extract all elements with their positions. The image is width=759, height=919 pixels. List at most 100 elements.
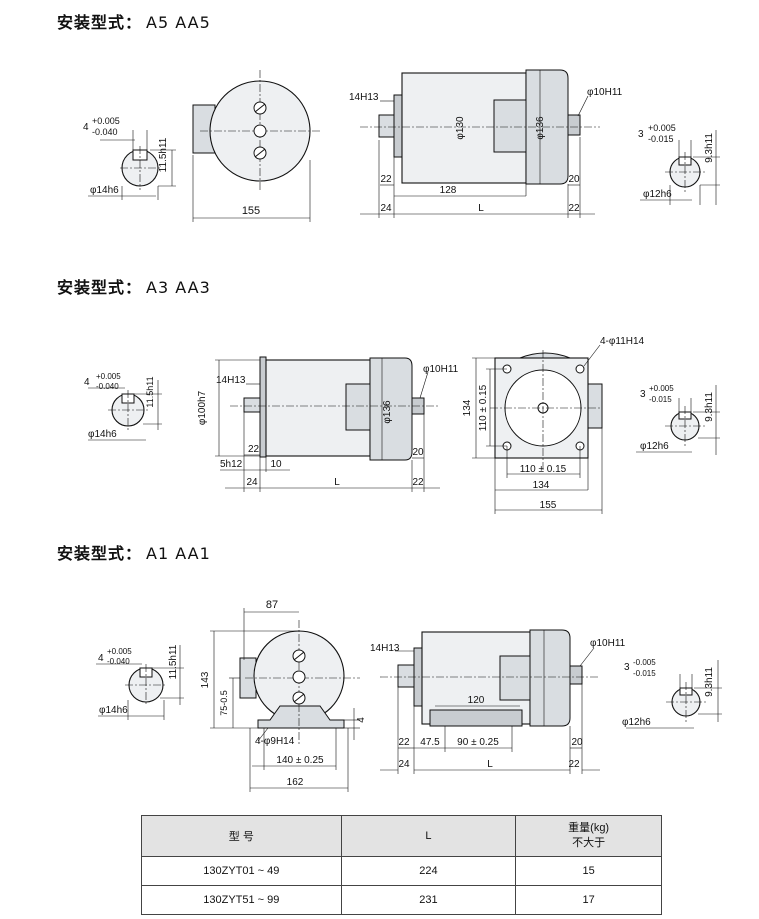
table-row: 130ZYT51 ~ 99 231 17 (141, 885, 662, 915)
dim-4: 4 (356, 717, 367, 723)
dim-47-5: 47.5 (420, 737, 440, 748)
table-row: 130ZYT01 ~ 49 224 15 (141, 856, 662, 886)
key-width: 4 (98, 653, 104, 664)
flange-fit: 14H13 (349, 92, 379, 103)
key-width: 4 (84, 377, 90, 388)
spec-table: 型 号 L 重量(kg) 不大于 130ZYT01 ~ 49 224 15 13… (141, 815, 662, 915)
section-label: 安装型式： (57, 278, 143, 297)
a3-shaft-section-left: 4 +0.005 -0.040 11.5h11 φ14h6 (84, 372, 162, 441)
plug-diameter: φ10H11 (587, 87, 623, 98)
a3-flange-view: 4-φ11H14 134 110 ± 0.15 110 ± 0.15 134 1… (462, 336, 645, 514)
dim-75: 75-0.5 (219, 690, 229, 716)
end-cap-diameter: φ136 (535, 116, 546, 140)
a3-side-view: 14H13 φ100h7 φ136 φ10H11 22 5h12 10 24 L… (197, 356, 459, 492)
dim-22: 22 (380, 174, 392, 185)
dim-87: 87 (266, 599, 278, 611)
flange-fit: 14H13 (370, 643, 400, 654)
section-title-a5: 安装型式：A5 AA5 (57, 9, 211, 33)
a1-end-view: 87 143 75-0.5 4 4-φ9H14 140 ± 0.25 162 (200, 599, 367, 792)
key-width: 3 (640, 389, 646, 400)
key-width: 3 (638, 129, 644, 140)
shaft-diameter: φ12h6 (640, 441, 669, 452)
flange-fit: 14H13 (216, 375, 246, 386)
header-weight-line1: 重量(kg) (568, 822, 610, 834)
dim-22: 22 (248, 444, 260, 455)
tolerance-upper: -0.005 (633, 658, 656, 667)
key-height: 9.3h11 (704, 133, 715, 163)
spigot-diameter: φ100h7 (197, 390, 208, 425)
a1-shaft-section-left: 4 +0.005 -0.040 11.5h11 φ14h6 (96, 644, 184, 720)
dim-110-horizontal: 110 ± 0.15 (520, 464, 567, 475)
a5-end-view: 155 (192, 70, 320, 222)
header-length: L (340, 815, 517, 857)
dim-110-vertical: 110 ± 0.15 (478, 384, 489, 431)
dim-140: 140 ± 0.25 (276, 755, 324, 766)
dim-22-rear: 22 (568, 759, 580, 770)
table-header-row: 型 号 L 重量(kg) 不大于 (141, 815, 662, 857)
cell-length: 224 (340, 856, 517, 886)
section-code: A5 AA5 (146, 13, 211, 32)
end-cap-diameter: φ136 (382, 400, 393, 424)
dim-20: 20 (571, 737, 583, 748)
section-title-a3: 安装型式：A3 AA3 (57, 274, 211, 298)
dim-134-horizontal: 134 (533, 480, 550, 491)
section-label: 安装型式： (57, 544, 143, 563)
shaft-diameter: φ14h6 (90, 185, 119, 196)
dim-24: 24 (380, 203, 392, 214)
section-label: 安装型式： (57, 13, 143, 32)
key-width: 4 (83, 122, 89, 133)
dim-128: 128 (440, 185, 457, 196)
dim-22-rear: 22 (568, 203, 580, 214)
key-height: 9.3h11 (704, 392, 715, 422)
cell-length: 231 (340, 885, 517, 915)
dim-5h12: 5h12 (220, 459, 243, 470)
tolerance-upper: +0.005 (92, 116, 120, 126)
key-height: 11.5h11 (158, 137, 169, 172)
cell-model: 130ZYT51 ~ 99 (141, 885, 342, 915)
tolerance-lower: -0.040 (96, 382, 119, 391)
mounting-holes: 4-φ9H14 (255, 736, 295, 747)
dim-length: L (334, 477, 340, 488)
dim-22: 22 (398, 737, 410, 748)
cell-model: 130ZYT01 ~ 49 (141, 856, 342, 886)
shaft-diameter: φ14h6 (99, 705, 128, 716)
key-height: 11.5h11 (145, 376, 155, 407)
tolerance-upper: +0.005 (648, 123, 676, 133)
tolerance-upper: +0.005 (649, 384, 674, 393)
tolerance-lower: -0.015 (633, 669, 656, 678)
a5-shaft-section-left: 4 +0.005 -0.040 11.5h11 φ14h6 (83, 116, 176, 200)
dim-162: 162 (287, 777, 304, 788)
dim-20: 20 (568, 174, 580, 185)
dim-length: L (478, 203, 484, 214)
dim-120: 120 (468, 695, 485, 706)
dim-10: 10 (270, 459, 282, 470)
tolerance-lower: -0.015 (649, 395, 672, 404)
section-code: A1 AA1 (146, 544, 211, 563)
dim-22-rear: 22 (412, 477, 424, 488)
shaft-diameter: φ14h6 (88, 429, 117, 440)
a3-shaft-section-right: 3 +0.005 -0.015 9.3h11 φ12h6 (636, 384, 720, 455)
shaft-diameter: φ12h6 (622, 717, 651, 728)
plug-diameter: φ10H11 (590, 638, 626, 649)
dim-24: 24 (246, 477, 258, 488)
mounting-holes: 4-φ11H14 (600, 336, 645, 347)
a5-side-view: 14H13 φ130 φ136 φ10H11 22 128 24 L 20 22 (349, 69, 623, 218)
a5-shaft-section-right: 3 +0.005 -0.015 9.3h11 φ12h6 (638, 123, 720, 205)
section-title-a1: 安装型式：A1 AA1 (57, 540, 211, 564)
tolerance-upper: +0.005 (107, 647, 132, 656)
shaft-diameter: φ12h6 (643, 189, 672, 200)
tolerance-lower: -0.015 (648, 134, 674, 144)
header-model: 型 号 (141, 815, 342, 857)
dim-155: 155 (540, 500, 557, 511)
body-diameter: φ130 (455, 116, 466, 140)
tolerance-upper: +0.005 (96, 372, 121, 381)
a1-shaft-section-right: 3 -0.005 -0.015 9.3h11 φ12h6 (622, 658, 722, 729)
section-code: A3 AA3 (146, 278, 211, 297)
dim-134-vertical: 134 (462, 399, 473, 416)
tolerance-lower: -0.040 (92, 127, 118, 137)
header-weight: 重量(kg) 不大于 (515, 815, 662, 857)
cell-weight: 15 (515, 856, 662, 886)
key-height: 9.3h11 (704, 667, 715, 697)
a1-side-view: 14H13 φ10H11 120 22 47.5 90 ± 0.25 20 24… (370, 629, 626, 774)
